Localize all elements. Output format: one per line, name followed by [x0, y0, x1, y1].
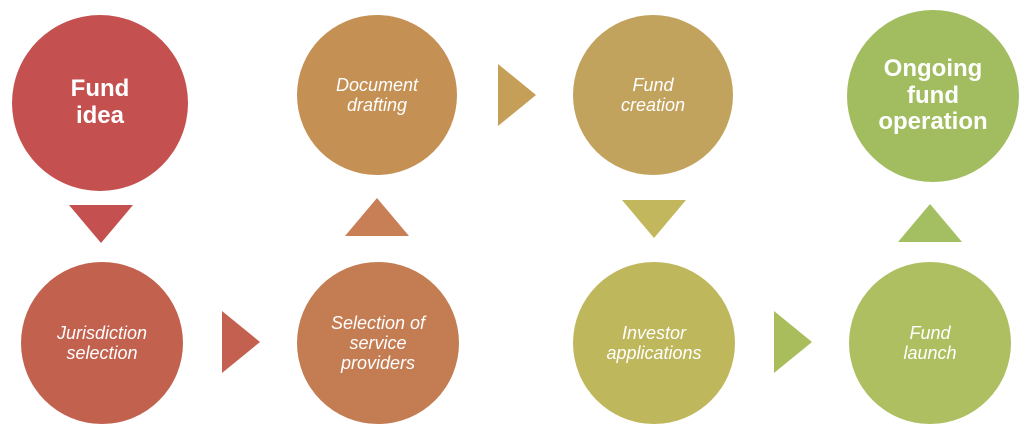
node-fund-launch-label: Fund launch [903, 322, 957, 363]
node-ongoing-fund-operation-label: Ongoing fund operation [878, 54, 988, 136]
node-document-drafting-label: Document drafting [335, 74, 419, 115]
node-jurisdiction-selection-label: Jurisdiction selection [56, 322, 148, 363]
node-fund-creation-label: Fund creation [620, 74, 686, 115]
node-selection-of-service-providers-label: Selection of service providers [330, 312, 426, 374]
node-fund-launch: Fund launch [849, 262, 1011, 424]
arrow-right-icon [774, 311, 812, 373]
node-fund-creation: Fund creation [573, 15, 733, 175]
arrow-down-icon [69, 205, 133, 243]
node-investor-applications-label: Investor applications [606, 322, 702, 363]
arrow-right-icon [498, 64, 536, 126]
node-ongoing-fund-operation: Ongoing fund operation [847, 10, 1019, 182]
node-fund-idea-label: Fund idea [70, 75, 130, 129]
arrow-up-icon [898, 204, 962, 242]
arrow-up-icon [345, 198, 409, 236]
node-investor-applications: Investor applications [573, 262, 735, 424]
node-jurisdiction-selection: Jurisdiction selection [21, 262, 183, 424]
node-selection-of-service-providers: Selection of service providers [297, 262, 459, 424]
node-document-drafting: Document drafting [297, 15, 457, 175]
arrow-right-icon [222, 311, 260, 373]
node-fund-idea: Fund idea [12, 15, 188, 191]
arrow-down-icon [622, 200, 686, 238]
